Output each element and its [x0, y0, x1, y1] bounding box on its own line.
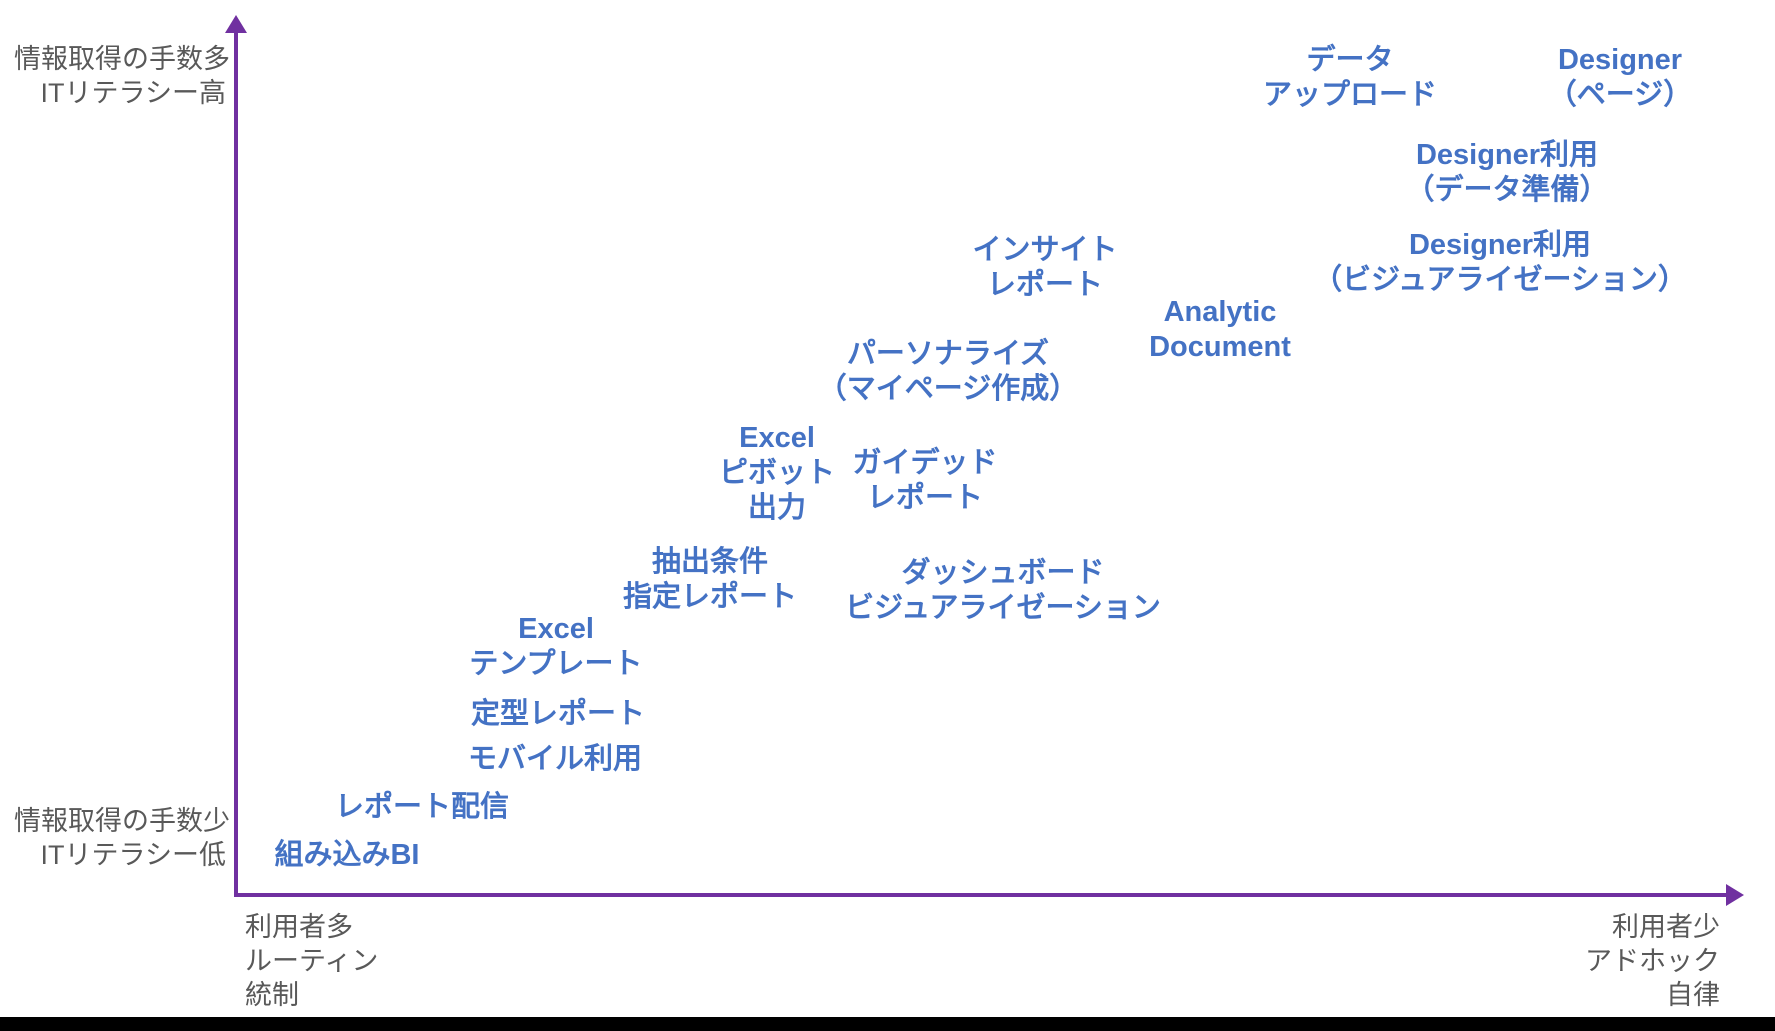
- item-dashboard-visualization: ダッシュボード ビジュアライゼーション: [845, 556, 1161, 626]
- x-axis-arrowhead-icon: [1726, 884, 1744, 906]
- item-label-line: テンプレート: [469, 648, 643, 680]
- x-axis-left-label-line3: 統制: [245, 980, 299, 1010]
- item-mobile-use: モバイル利用: [468, 742, 642, 777]
- item-label-line: レポート配信: [334, 791, 510, 823]
- item-label-line: ガイデッド: [852, 447, 998, 479]
- item-filter-condition-report: 抽出条件 指定レポート: [623, 545, 797, 615]
- item-label-line: Designer利用: [1415, 139, 1599, 171]
- x-axis-left-label: 利用者多 ルーティン 統制: [245, 910, 378, 1012]
- item-label-line: Analytic: [1163, 296, 1277, 328]
- x-axis-line: [234, 893, 1726, 897]
- y-axis-arrowhead-icon: [225, 15, 247, 33]
- bottom-bar: [0, 1017, 1775, 1031]
- y-axis-top-label-line2: ITリテラシー高: [40, 78, 226, 108]
- x-axis-right-label-line2: アドホック: [1585, 946, 1720, 976]
- item-designer-data-prep: Designer利用 （データ準備）: [1405, 138, 1608, 208]
- item-label-line: Excel: [739, 422, 815, 454]
- item-label-line: 指定レポート: [622, 581, 798, 613]
- item-label-line: Designer利用: [1408, 229, 1592, 261]
- item-designer-page: Designer （ページ）: [1548, 43, 1692, 113]
- y-axis-bottom-label-line1: 情報取得の手数少: [14, 806, 230, 836]
- y-axis-top-label-line1: 情報取得の手数多: [14, 44, 230, 74]
- item-insight-report: インサイト レポート: [972, 233, 1117, 303]
- item-label-line: Document: [1149, 331, 1291, 363]
- x-axis-right-label-line3: 自律: [1666, 980, 1720, 1010]
- item-embedded-bi: 組み込みBI: [274, 838, 419, 873]
- item-label-line: Excel: [518, 613, 594, 645]
- item-label-line: ビジュアライゼーション: [845, 592, 1161, 624]
- x-axis-left-label-line1: 利用者多: [245, 912, 353, 942]
- item-label-line: Designer: [1557, 44, 1683, 76]
- item-data-upload: データ アップロード: [1263, 43, 1437, 113]
- item-label-line: アップロード: [1262, 79, 1438, 111]
- item-label-line: 抽出条件: [651, 546, 769, 578]
- x-axis-right-label: 利用者少 アドホック 自律: [1420, 910, 1720, 1012]
- item-label-line: データ: [1306, 44, 1394, 76]
- item-excel-pivot-output: Excel ピボット 出力: [719, 421, 835, 526]
- item-standard-report: 定型レポート: [471, 697, 645, 732]
- item-label-line: ダッシュボード: [901, 557, 1105, 589]
- item-label-line: 出力: [747, 492, 807, 524]
- item-excel-template: Excel テンプレート: [469, 612, 642, 682]
- item-label-line: （データ準備）: [1405, 174, 1609, 206]
- item-label-line: レポート: [866, 482, 984, 514]
- item-label-line: 組み込みBI: [274, 839, 420, 871]
- y-axis-bottom-label-line2: ITリテラシー低: [40, 840, 226, 870]
- x-axis-right-label-line1: 利用者少: [1612, 912, 1720, 942]
- item-label-line: （ビジュアライゼーション）: [1313, 264, 1687, 296]
- item-label-line: レポート: [986, 269, 1104, 301]
- y-axis-bottom-label: 情報取得の手数少 ITリテラシー低: [14, 804, 230, 872]
- item-label-line: インサイト: [972, 234, 1118, 266]
- item-label-line: （ページ）: [1547, 79, 1693, 111]
- y-axis-top-label: 情報取得の手数多 ITリテラシー高: [14, 42, 230, 110]
- item-label-line: パーソナライズ: [846, 338, 1050, 370]
- item-report-delivery: レポート配信: [335, 790, 509, 825]
- item-designer-visualization: Designer利用 （ビジュアライゼーション）: [1313, 228, 1687, 298]
- x-axis-left-label-line2: ルーティン: [245, 946, 379, 976]
- item-guided-report: ガイデッド レポート: [852, 446, 997, 516]
- item-personalize-mypage: パーソナライズ （マイページ作成）: [818, 337, 1078, 407]
- item-analytic-document: Analytic Document: [1149, 295, 1291, 365]
- y-axis-line: [234, 30, 238, 897]
- item-label-line: 定型レポート: [470, 698, 646, 730]
- item-label-line: モバイル利用: [467, 743, 643, 775]
- item-label-line: （マイページ作成）: [817, 373, 1079, 405]
- item-label-line: ピボット: [718, 457, 836, 489]
